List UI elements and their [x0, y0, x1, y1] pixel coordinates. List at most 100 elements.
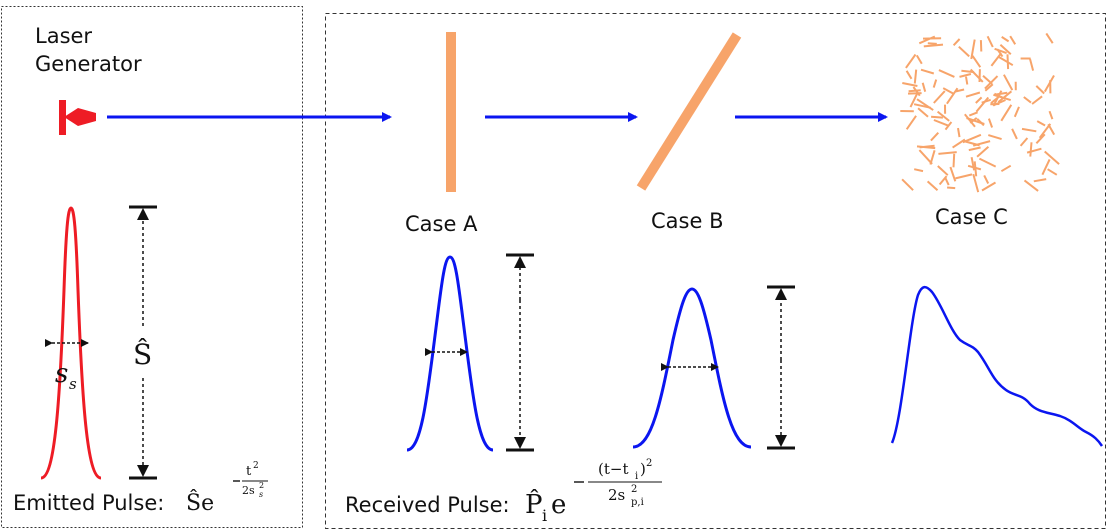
scatter-particle: [968, 146, 981, 152]
emitted-amplitude-symbol: Ŝ: [133, 337, 152, 371]
scatter-particle: [927, 42, 937, 45]
scatter-particle: [988, 134, 1002, 141]
received-formula-p-sub: i: [542, 506, 547, 525]
scatter-particle: [986, 35, 994, 48]
emitted-exp-num: t: [246, 464, 252, 479]
scatter-particle: [1011, 128, 1018, 140]
scatter-particle: [998, 56, 1014, 67]
scatter-particle: [970, 39, 976, 60]
emitted-pulse-curve: [40, 206, 102, 480]
scatter-particle: [929, 150, 936, 165]
scatter-particle: [919, 144, 935, 149]
scatter-particle: [1047, 123, 1056, 136]
scatter-particle: [905, 115, 917, 130]
receiver-panel-frame: [325, 13, 1106, 529]
scatter-particle: [997, 90, 1013, 103]
scatter-particle: [994, 47, 1007, 55]
scatter-particle: [965, 91, 981, 98]
received-formula: Received Pulse: P̂ i e (t−t i ) 2 2s 2 p…: [345, 458, 662, 525]
scatter-particle: [921, 82, 927, 92]
scatter-particle: [944, 121, 953, 131]
scatter-particle: [1035, 85, 1045, 95]
scatter-particle: [1048, 110, 1054, 120]
scatter-particle: [990, 52, 1002, 67]
scatter-particle: [992, 99, 1006, 107]
scatter-particle: [952, 138, 966, 149]
scatter-particle: [946, 87, 959, 105]
scatter-particle: [952, 38, 961, 46]
case-c-pulse-curve: [890, 285, 1104, 447]
scatter-particle: [947, 186, 956, 190]
emitted-formula-base: Ŝe: [186, 489, 214, 516]
scatter-particle: [1021, 127, 1037, 133]
scatter-particle: [937, 165, 949, 176]
emitted-width-symbol: s: [55, 359, 68, 389]
scatter-particle: [918, 149, 933, 165]
scatter-particle: [976, 146, 990, 158]
scatter-particle: [1045, 32, 1054, 44]
scatter-particle: [942, 87, 955, 95]
scatter-particle: [920, 68, 935, 75]
scatter-particle: [1033, 178, 1047, 183]
scatter-particle: [1035, 133, 1046, 144]
received-formula-p: P̂: [525, 489, 543, 520]
scatter-particle: [1029, 58, 1035, 71]
scatter-particle: [959, 73, 972, 78]
scatter-particle: [969, 68, 984, 83]
scatter-particle: [975, 96, 990, 113]
scattering-medium-icon: [900, 32, 1060, 193]
emitted-exp-den-sub: s: [259, 490, 263, 499]
scatter-particle: [971, 55, 982, 68]
scatter-particle: [975, 96, 983, 104]
scatter-particle: [938, 151, 957, 155]
scatter-particle: [978, 157, 997, 168]
scatter-particle: [1001, 36, 1010, 43]
emitted-exp-den-sup: 2: [259, 481, 264, 490]
scatter-particle: [1041, 158, 1051, 176]
received-exp-den-sub: p,i: [631, 497, 644, 508]
scatter-particle: [918, 35, 936, 45]
emitted-pulse-label: Emitted Pulse:: [13, 491, 164, 515]
scatter-particle: [1023, 96, 1032, 104]
scatter-particle: [905, 70, 913, 80]
scatter-particle: [987, 118, 994, 128]
scatter-particle: [984, 83, 994, 92]
scatter-particle: [957, 127, 961, 138]
scatter-particle: [907, 92, 922, 95]
case-b-plate: [636, 32, 742, 191]
scatter-particle: [949, 166, 957, 182]
emitted-exp-num-sup: 2: [253, 461, 259, 471]
scatter-particle: [1043, 75, 1055, 93]
scatter-particle: [944, 177, 950, 186]
scatter-particle: [926, 180, 939, 192]
scatter-particle: [962, 139, 980, 147]
scatter-particle: [968, 111, 978, 117]
scatter-particle: [967, 164, 982, 171]
scatter-particle: [995, 91, 1008, 96]
scatter-particle: [913, 103, 932, 109]
scatter-particle: [981, 181, 997, 192]
scatter-particle: [966, 117, 985, 125]
laser-label-line1: Laser: [35, 24, 92, 48]
scatter-particle: [913, 168, 924, 173]
scatter-particle: [999, 44, 1012, 55]
emitted-exp-den: 2s: [242, 484, 255, 497]
scatter-particle: [930, 132, 940, 142]
emitted-amplitude-arrow: [129, 205, 157, 480]
scatter-particle: [1026, 147, 1042, 154]
received-exp-den-sup: 2: [631, 484, 637, 495]
scatter-particle: [1029, 142, 1033, 157]
scatter-particle: [984, 75, 999, 90]
case-c-label: Case C: [935, 205, 1008, 229]
case-b-label: Case B: [651, 209, 723, 233]
scatter-particle: [931, 115, 943, 119]
case-a-pulse-curve: [406, 255, 494, 452]
scatter-particle: [1023, 179, 1039, 192]
emitter-panel-frame: [1, 6, 303, 528]
scatter-particle: [923, 43, 944, 48]
received-exp-num-sup: 2: [646, 458, 652, 469]
scatter-particle: [1047, 168, 1058, 176]
scatter-particle: [958, 45, 970, 58]
received-exp-den: 2s: [608, 486, 625, 504]
